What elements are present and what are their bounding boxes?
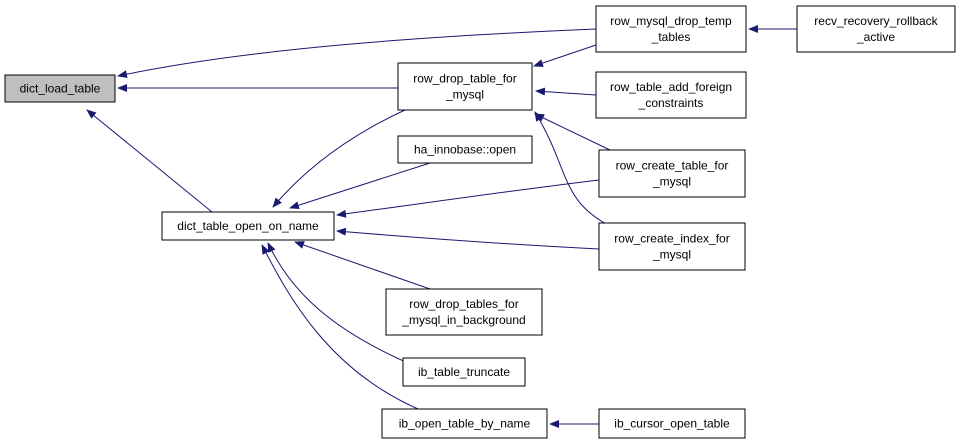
node-row-create-table-for-mysql[interactable]: row_create_table_for _mysql [598,149,746,198]
edge-row_create_table_for_mysql-to-row_drop_table_for_mysql [534,113,611,151]
node-box[interactable] [402,357,526,387]
node-box[interactable] [381,408,548,439]
edge-row_drop_tables_for_mysql_in_background-to-dict_table_open_on_name [294,241,431,290]
node-dict-table-open-on-name[interactable]: dict_table_open_on_name [161,211,335,241]
node-box[interactable] [397,135,533,164]
edge-ib_table_truncate-to-dict_table_open_on_name [267,242,416,367]
edge-row_drop_table_for_mysql-to-dict_table_open_on_name [272,109,406,208]
node-label: recv_recovery_rollback [814,14,938,28]
node-label: dict_load_table [20,82,101,96]
node-dict-load-table[interactable]: dict_load_table [4,74,116,103]
node-ib-cursor-open-table[interactable]: ib_cursor_open_table [598,408,746,439]
node-label: ib_cursor_open_table [614,417,730,431]
node-box[interactable] [385,288,543,336]
node-label: _tables [651,30,691,44]
node-ib-table-truncate[interactable]: ib_table_truncate [402,357,526,387]
node-box[interactable] [595,71,747,119]
node-label: _active [856,30,895,44]
node-label: ib_table_truncate [418,365,510,379]
edge-row_create_table_for_mysql-to-dict_table_open_on_name [336,179,600,218]
edge-row_create_index_for_mysql-to-dict_table_open_on_name [336,227,600,250]
node-label: row_create_table_for [616,159,729,173]
node-box[interactable] [598,408,746,439]
node-box[interactable] [397,62,533,111]
node-ib-open-table-by-name[interactable]: ib_open_table_by_name [381,408,548,439]
node-label: _mysql [652,248,691,262]
node-label: row_drop_table_for [413,72,516,86]
node-box[interactable] [4,74,116,103]
node-box[interactable] [161,211,335,241]
node-box[interactable] [598,149,746,198]
node-box[interactable] [598,222,746,271]
edges-layer [86,25,797,428]
node-label: row_create_index_for [614,232,729,246]
edge-row_table_add_foreign_constraints-to-row_drop_table_for_mysql [535,87,597,96]
node-label: _mysql_in_background [401,313,525,327]
edge-row_create_index_for_mysql-to-row_drop_table_for_mysql [534,111,611,227]
edge-row_mysql_drop_temp_tables-to-row_drop_table_for_mysql [533,44,597,67]
node-label: _mysql [652,175,691,189]
node-label: dict_table_open_on_name [177,219,319,233]
node-label: row_drop_tables_for [409,297,518,311]
node-row-drop-tables-for-mysql-in-background[interactable]: row_drop_tables_for _mysql_in_background [385,288,543,336]
nodes-layer: dict_load_tabledict_table_open_on_namero… [4,5,956,439]
node-label: row_table_add_foreign [610,80,732,94]
node-label: row_mysql_drop_temp [610,14,732,28]
edge-ha_innobase_open-to-dict_table_open_on_name [289,162,431,210]
edge-row_mysql_drop_temp_tables-to-dict_load_table [117,28,597,79]
node-label: ha_innobase::open [414,143,516,157]
node-row-create-index-for-mysql[interactable]: row_create_index_for _mysql [598,222,746,271]
node-label: _constraints [638,96,704,110]
node-row-mysql-drop-temp-tables[interactable]: row_mysql_drop_temp _tables [595,5,747,53]
node-recv-recovery-rollback-active[interactable]: recv_recovery_rollback _active [796,5,956,53]
node-label: ib_open_table_by_name [399,417,531,431]
edge-dict_table_open_on_name-to-dict_load_table [86,109,213,213]
node-row-table-add-foreign-constraints[interactable]: row_table_add_foreign _constraints [595,71,747,119]
node-ha-innobase-open[interactable]: ha_innobase::open [397,135,533,164]
node-box[interactable] [796,5,956,53]
node-row-drop-table-for-mysql[interactable]: row_drop_table_for _mysql [397,62,533,111]
node-label: _mysql [445,88,484,102]
edge-ib_open_table_by_name-to-dict_table_open_on_name [261,244,419,410]
node-box[interactable] [595,5,747,53]
